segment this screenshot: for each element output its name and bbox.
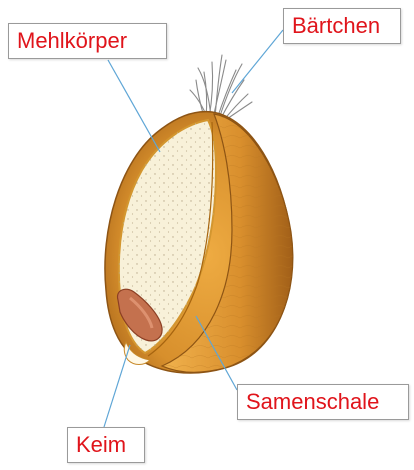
beard-hairs — [190, 55, 252, 121]
label-beard: Bärtchen — [283, 8, 401, 44]
label-endosperm: Mehlkörper — [8, 23, 167, 59]
label-germ: Keim — [67, 427, 145, 463]
label-seed-coat: Samenschale — [237, 384, 409, 420]
